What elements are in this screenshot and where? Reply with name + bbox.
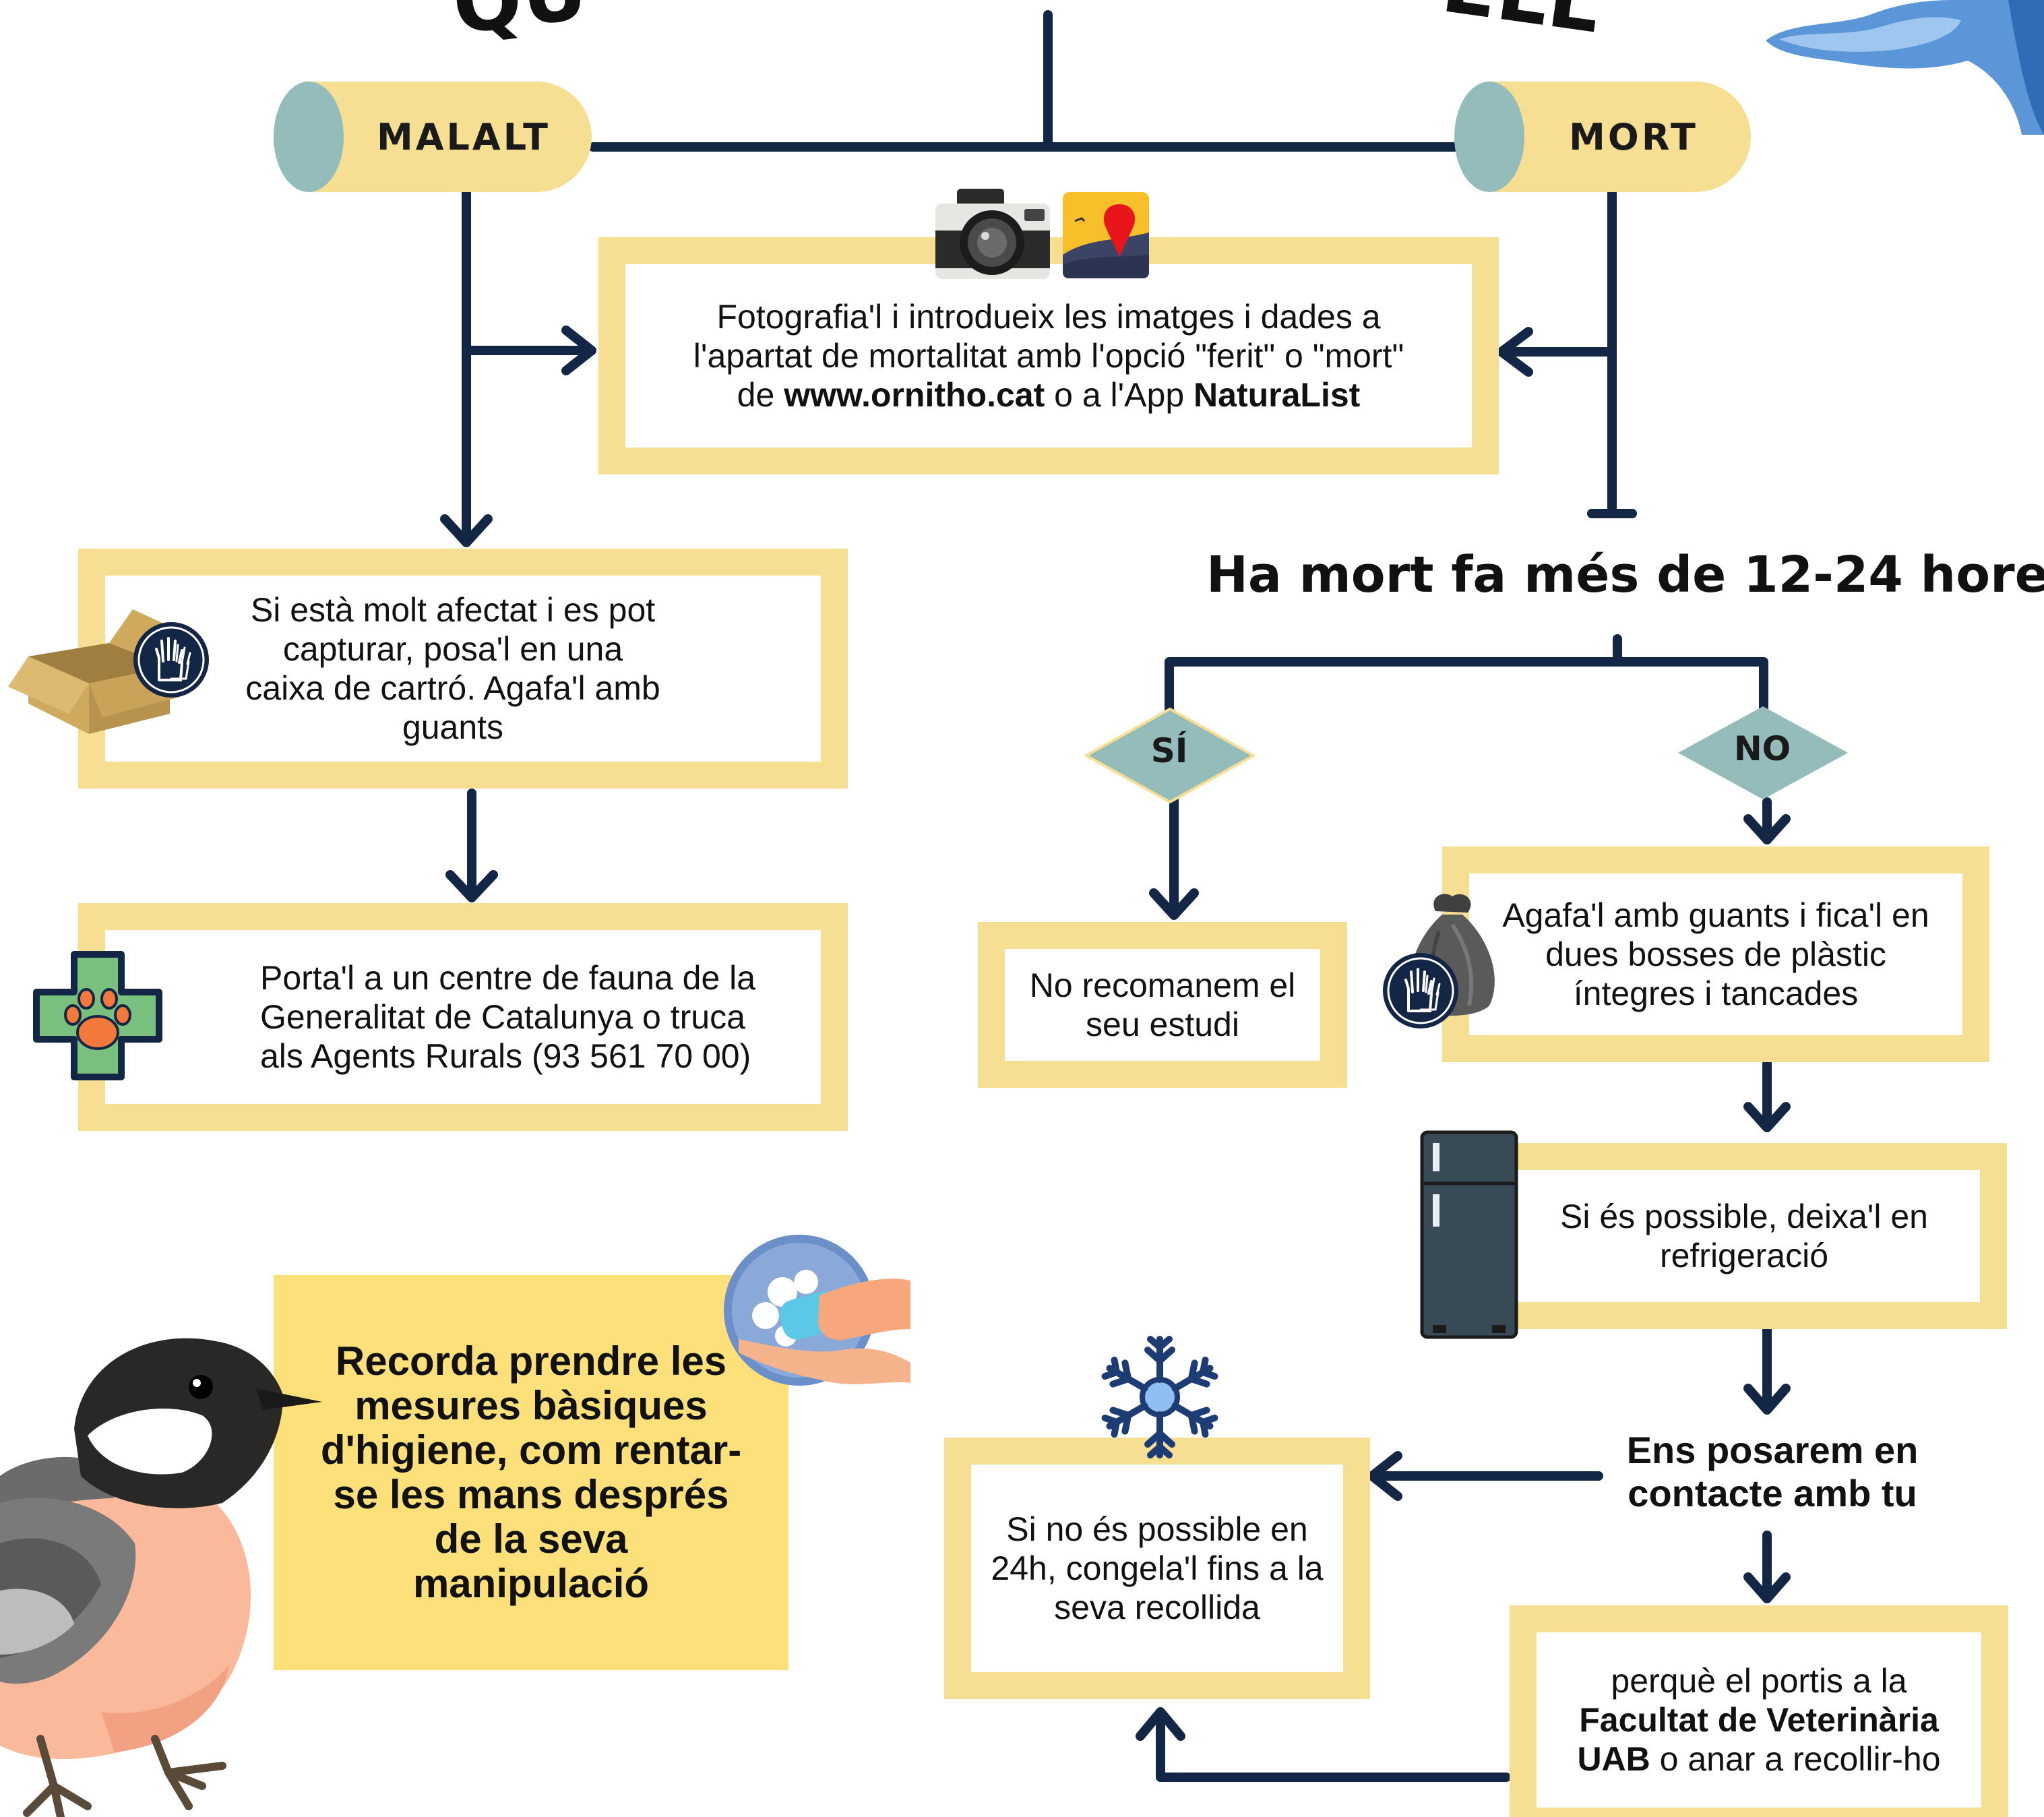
hygiene-note-text: Recorda prendre les mesures bàsiques d'h… [320,1338,742,1606]
dead-branch-node: MORT [1454,82,1751,192]
dead-question: Ha mort fa més de 12-24 hores? [1206,546,2044,604]
app-name: NaturaList [1194,376,1361,414]
vet-faculty-box: perquè el portis a la Facultat de Veteri… [1510,1605,2008,1817]
no-label: NO [1733,729,1791,768]
sick-to-report-arrowhead [561,326,596,375]
hygiene-note-box: Recorda prendre les mesures bàsiques d'h… [274,1275,788,1670]
cylinder-cap-icon [1454,82,1524,192]
gloves-icon [1383,953,1458,1028]
snowflake-icon [1101,1336,1218,1458]
yes-label: SÍ [1150,731,1188,770]
bag-to-fridge-arrowhead [1743,1102,1791,1132]
fauna-center-text: Porta'l a un centre de fauna de la Gener… [105,930,821,1104]
sick-branch-node: MALALT [274,82,592,192]
vet-faculty-text: perquè el portis a la Facultat de Veteri… [1537,1632,1981,1808]
fauna-center-box: Porta'l a un centre de fauna de la Gener… [78,903,848,1131]
report-line-3-prefix: de [737,376,784,414]
vet-to-freeze-line [1156,1710,1511,1782]
vet-line-1: perquè el portis a la [1611,1662,1907,1700]
freeze-box: Si no és possible en 24h, congela'l fins… [944,1438,1370,1699]
vet-university: UAB [1577,1740,1650,1778]
contact-to-freeze-arrowhead [1367,1451,1402,1501]
bag-text: Agafa'l amb guants i fica'l en dues boss… [1469,873,1962,1035]
website-link[interactable]: www.ornitho.cat [784,376,1045,414]
dead-branch-label: MORT [1569,115,1698,158]
report-line-3-middle: o a l'App [1045,376,1194,414]
bird-decoration-icon [1766,0,2044,135]
fridge-to-contact-arrowhead [1743,1384,1791,1415]
handwash-icon [724,1235,910,1386]
cylinder-cap-icon [274,82,344,192]
fridge-icon [1420,1130,1518,1339]
no-study-text: No recomanem el seu estudi [1005,949,1320,1061]
fridge-text: Si és possible, deixa'l en refrigeració [1508,1170,1980,1302]
camera-icon [935,189,1050,279]
yes-down-arrowhead [1149,888,1199,920]
contact-text: Ens posarem en contacte amb tu [1626,1429,1919,1514]
sick-branch-label: MALALT [376,115,551,158]
question-split-line [1165,657,1768,729]
report-line-1: Fotografia'l i introdueix les imatges i … [716,298,1381,336]
no-study-box: No recomanem el seu estudi [978,922,1347,1088]
report-box: Fotografia'l i introdueix les imatges i … [598,237,1499,474]
vet-faculty-name: Facultat de Veterinària [1579,1701,1939,1739]
report-text: Fotografia'l i introdueix les imatges i … [625,264,1472,448]
diamond-icon [1085,708,1255,803]
gloves-icon [133,622,209,698]
diamond-icon [1678,706,1848,799]
map-pin-icon [1063,192,1149,278]
report-line-3: de www.ornitho.cat o a l'App NaturaList [737,375,1361,414]
no-down-arrowhead [1743,814,1791,844]
capture-text: Si està molt afectat i es pot capturar, … [105,576,821,762]
capture-to-center-arrowhead [445,870,498,902]
bird-illustration [0,1338,322,1817]
vet-to-freeze-arrowhead [1136,1707,1185,1741]
vet-pickup-text: o anar a recollir-ho [1650,1740,1941,1778]
sick-down-arrowhead [440,514,493,547]
bag-box: Agafa'l amb guants i fica'l en dues boss… [1442,846,1989,1062]
dead-to-report-arrowhead [1497,327,1533,377]
vet-cross-paw-icon [33,951,162,1080]
report-line-2: l'apartat de mortalitat amb l'opció "fer… [693,337,1404,375]
fridge-box: Si és possible, deixa'l en refrigeració [1481,1143,2007,1329]
freeze-text: Si no és possible en 24h, congela'l fins… [971,1465,1343,1672]
vet-line-3: UAB o anar a recollir-ho [1577,1739,1940,1779]
contact-to-vet-arrowhead [1743,1572,1791,1603]
